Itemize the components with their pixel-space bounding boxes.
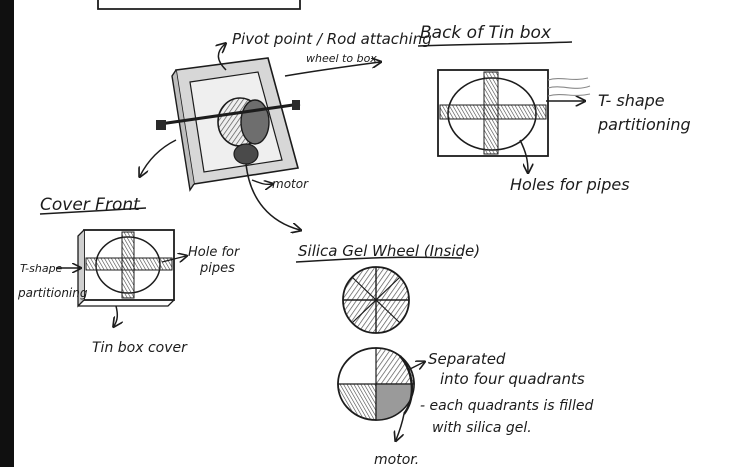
cover-front-drawing <box>77 229 175 308</box>
top-partial-box <box>97 0 301 10</box>
motor-top-label: motor <box>272 177 309 191</box>
four-quadrants-label: into four quadrants <box>440 370 585 388</box>
hole-for-pipes-arrow <box>161 256 186 263</box>
wheel-rim <box>240 99 270 145</box>
cover-bottom-edge <box>78 299 175 307</box>
silica-top-divider-d2 <box>351 276 401 324</box>
cover-front-title: Cover Front <box>40 195 141 215</box>
pivot-rod <box>159 102 301 126</box>
holes-arrow <box>519 139 528 172</box>
motor-bottom-label: motor. <box>374 452 419 467</box>
pipe-line-1 <box>547 77 589 81</box>
each-quadrant-label: - each quadrants is filled <box>420 398 593 414</box>
silica-quadrant-1 <box>375 347 415 385</box>
motor-bottom-arrow <box>396 413 405 440</box>
tin-box-cover-arrow <box>114 305 117 326</box>
pivot-label-line2: wheel to box <box>306 52 377 65</box>
tin-box-cover-label: Tin box cover <box>92 340 188 356</box>
tin-box-assembly <box>156 57 301 192</box>
hole-for-label: Hole for <box>188 245 241 260</box>
wheel-box-arrow <box>284 62 380 77</box>
pipe-line-3 <box>547 93 591 97</box>
pivot-arrow <box>218 44 226 71</box>
holes-for-pipes-label: Holes for pipes <box>510 175 630 194</box>
silica-quadrant-3 <box>337 383 377 421</box>
rod-end-left <box>156 120 166 130</box>
rod-end-right <box>292 100 300 110</box>
cover-t-shape-label: T-shape <box>20 262 63 275</box>
back-of-tin-box-drawing <box>437 69 591 157</box>
cover-partitioning-label: partitioning <box>17 286 88 300</box>
page-left-edge <box>0 0 14 467</box>
silica-wheel-top <box>342 266 410 334</box>
motor-top-arrow <box>251 179 272 184</box>
cover-front-underline <box>39 207 147 215</box>
silica-wheel-rim <box>399 355 414 415</box>
t-shape-label: T- shape <box>598 91 665 110</box>
separated-label: Separated <box>428 350 506 368</box>
back-title-underline <box>417 41 573 47</box>
silica-wheel-arrow <box>245 163 300 230</box>
partitioning-label: partitioning <box>597 115 691 134</box>
pivot-label-line1: Pivot point / Rod attaching <box>232 30 432 48</box>
tin-box-side <box>171 69 195 192</box>
motor-shape <box>233 143 259 165</box>
silica-wheel-title: Silica Gel Wheel (Inside) <box>298 242 480 260</box>
pipe-line-2 <box>547 85 591 89</box>
silica-wheel-bottom <box>337 347 415 421</box>
cover-vertical-bar <box>121 231 135 299</box>
cover-front-arrow <box>140 139 177 176</box>
back-box-vertical-bar <box>483 71 499 155</box>
hole-pipes-label: pipes <box>199 261 235 276</box>
silica-quadrant-4 <box>375 383 415 421</box>
back-of-tin-box-title: Back of Tin box <box>420 23 552 43</box>
silica-gel-fill-label: with silica gel. <box>432 420 532 436</box>
silica-title-underline <box>295 256 463 263</box>
separated-arrow <box>407 362 424 371</box>
